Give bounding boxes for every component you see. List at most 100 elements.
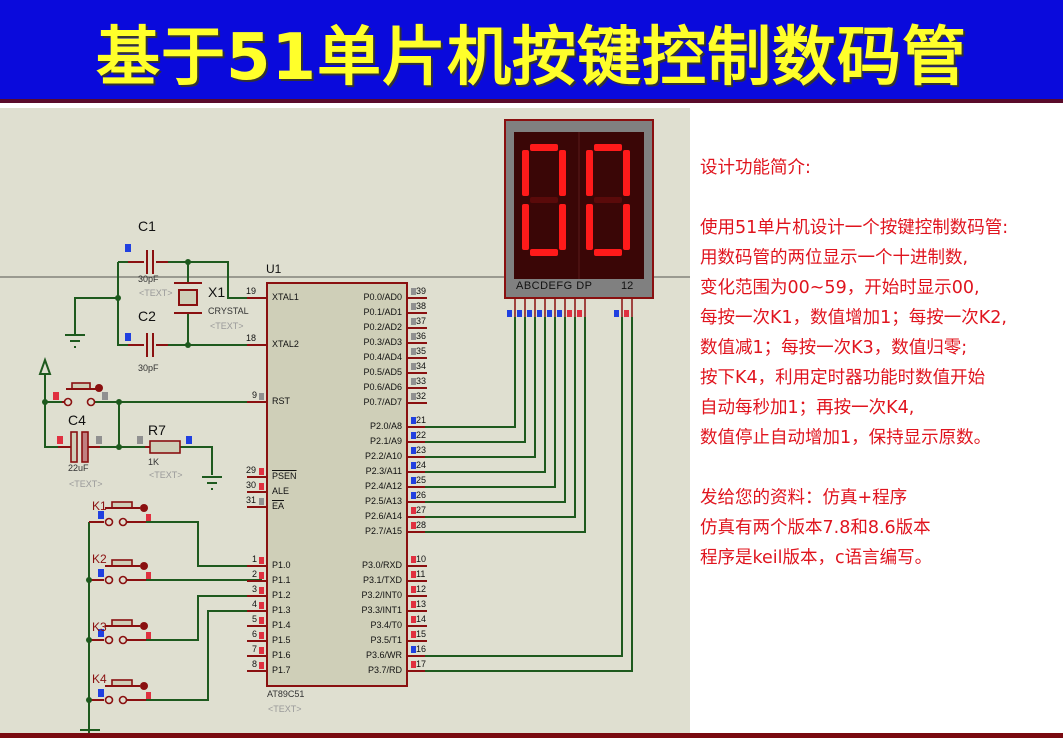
segment-e — [586, 204, 593, 250]
display-segment-label: ABCDEFG DP — [516, 280, 593, 292]
pin-name: XTAL2 — [272, 339, 299, 349]
segment-c — [623, 204, 630, 250]
pin-number: 33 — [416, 376, 427, 386]
pin-number: 31 — [246, 495, 257, 505]
pin-name: P0.7/AD7 — [363, 397, 402, 407]
resource-line: 发给您的资料：仿真+程序 — [700, 488, 908, 508]
pin-name: P1.3 — [272, 605, 291, 615]
pin-number: 8 — [252, 659, 258, 669]
key-switch-k4[interactable] — [86, 679, 151, 705]
pin-number: 18 — [246, 333, 257, 343]
pin-number: 38 — [416, 301, 427, 311]
crystal-x1 — [174, 282, 202, 314]
c1-ref: C1 — [138, 218, 156, 234]
pin-name: EA — [272, 501, 285, 511]
segment-g — [594, 197, 622, 203]
pin-name: P3.2/INT0 — [361, 590, 402, 600]
pin-number: 7 — [252, 644, 258, 654]
segment-b — [559, 150, 566, 196]
title-banner: 基于51单片机按键控制数码管 — [0, 0, 1063, 103]
pin-name: P0.2/AD2 — [363, 322, 402, 332]
segment-wire — [425, 317, 546, 473]
description-line: 每按一次K1，数值增加1；每按一次K2, — [700, 308, 1007, 328]
pin-name: P3.0/RXD — [361, 560, 402, 570]
pin-name: P3.6/WR — [365, 650, 402, 660]
pin-name: RST — [272, 396, 290, 406]
pin-name: P3.7/RD — [367, 665, 402, 675]
segment-c — [559, 204, 566, 250]
resource-line: 程序是keil版本，c语言编写。 — [700, 548, 933, 568]
pin-name: P1.2 — [272, 590, 291, 600]
key-switches — [80, 501, 262, 733]
segment-a — [594, 144, 622, 151]
pin-number: 14 — [416, 614, 427, 624]
x1-ref: X1 — [208, 284, 226, 300]
pin-name: P3.3/INT1 — [361, 605, 402, 615]
r7-text: <TEXT> — [149, 470, 183, 480]
reset-button-switch — [53, 382, 108, 407]
pin-name: P1.0 — [272, 560, 291, 570]
r7-ref: R7 — [148, 422, 166, 438]
segment-d — [594, 249, 622, 256]
pin-number: 5 — [252, 614, 258, 624]
x1-value: CRYSTAL — [208, 306, 249, 316]
ground-symbol-1 — [65, 334, 85, 348]
pin-name: P0.4/AD4 — [363, 352, 402, 362]
pin-name: P2.4/A12 — [364, 481, 402, 491]
pin-number: 34 — [416, 361, 427, 371]
segment-f — [522, 150, 529, 196]
mcu-text: <TEXT> — [268, 704, 302, 714]
pin-name: P0.0/AD0 — [363, 292, 402, 302]
pin-name: P2.5/A13 — [364, 496, 402, 506]
pin-name: P1.6 — [272, 650, 291, 660]
k3-ref: K3 — [92, 620, 107, 634]
pin-name: P2.3/A11 — [365, 466, 402, 476]
c2-ref: C2 — [138, 308, 156, 324]
r7-value: 1K — [148, 457, 160, 467]
capacitor-c4 — [57, 431, 102, 463]
pin-number: 39 — [416, 286, 427, 296]
pin-name: P1.7 — [272, 665, 291, 675]
pin-number: 19 — [246, 286, 257, 296]
seven-segment-display — [504, 119, 654, 317]
pin-number: 35 — [416, 346, 427, 356]
segment-g — [530, 197, 558, 203]
reset-circuit — [38, 357, 262, 490]
x1-text: <TEXT> — [210, 321, 244, 331]
segment-e — [522, 204, 529, 250]
description-panel: 设计功能简介: 使用51单片机设计一个按键控制数码管:用数码管的两位显示一个十进… — [690, 108, 1063, 734]
crystal-circuit — [65, 244, 262, 357]
ground-symbol-2 — [202, 476, 222, 490]
segment-wire — [425, 317, 536, 458]
bottom-border — [0, 733, 1063, 738]
banner-title: 基于51单片机按键控制数码管 — [95, 21, 968, 95]
pin-number: 30 — [246, 480, 257, 490]
schematic-canvas[interactable]: C1 30pF <TEXT> C2 30pF X1 CRYSTAL <TEXT>… — [0, 108, 690, 734]
resistor-r7 — [137, 436, 192, 454]
segment-wire — [425, 317, 586, 533]
pin-name: P0.5/AD5 — [363, 367, 402, 377]
resource-line: 仿真有两个版本7.8和8.6版本 — [700, 518, 931, 538]
mcu-u1[interactable] — [247, 282, 427, 687]
pin-number: 24 — [416, 460, 427, 470]
pin-number: 25 — [416, 475, 427, 485]
pin-number: 26 — [416, 490, 427, 500]
pin-name: P1.5 — [272, 635, 291, 645]
k1-ref: K1 — [92, 499, 107, 513]
key-switch-k1[interactable] — [89, 501, 151, 527]
capacitor-c2 — [125, 333, 168, 357]
capacitor-c1 — [125, 244, 168, 274]
pin-name: P2.0/A8 — [369, 421, 402, 431]
pin-number: 12 — [416, 584, 427, 594]
pin-number: 4 — [252, 599, 258, 609]
key-switch-k3[interactable] — [86, 619, 151, 645]
digit-2 — [586, 144, 630, 256]
segment-wire — [425, 317, 556, 488]
description-line: 自动每秒加1；再按一次K4, — [700, 398, 915, 418]
key-switch-k2[interactable] — [86, 559, 151, 585]
pin-number: 28 — [416, 520, 427, 530]
pin-number: 21 — [416, 415, 427, 425]
pin-name: P1.4 — [272, 620, 291, 630]
pin-name: ALE — [272, 486, 290, 496]
description-line: 用数码管的两位显示一个十进制数, — [700, 248, 969, 268]
